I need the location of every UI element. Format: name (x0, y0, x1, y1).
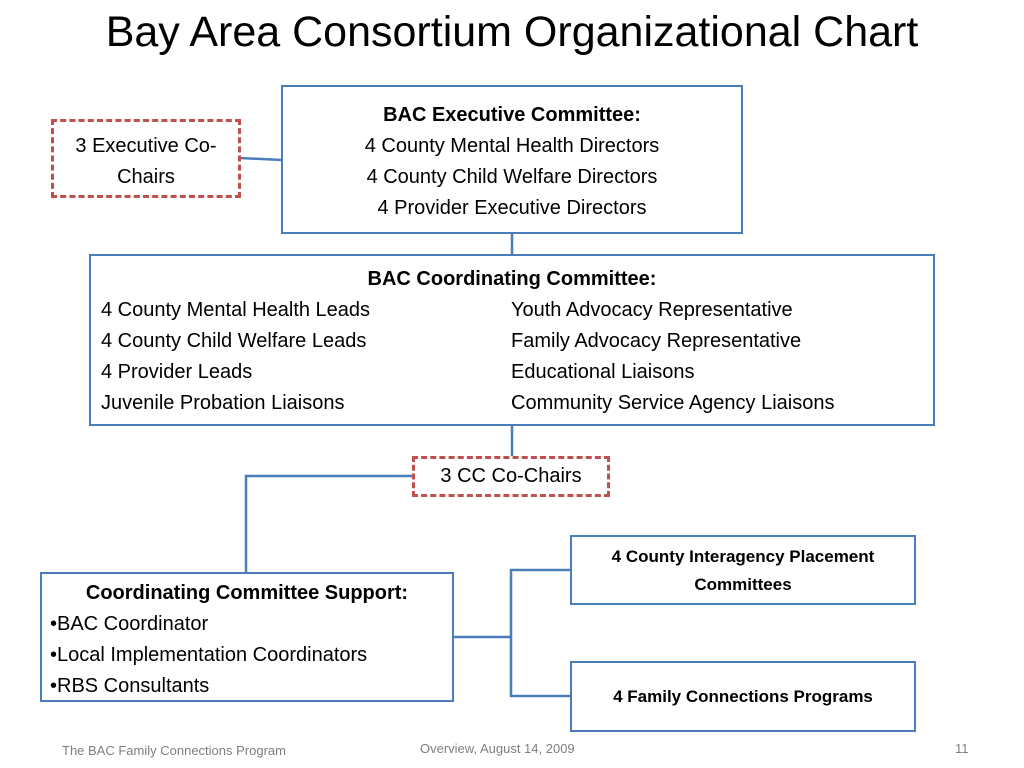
coordinating-right-item: Family Advocacy Representative (511, 330, 802, 352)
page-title: Bay Area Consortium Organizational Chart (105, 8, 919, 56)
coordinating-committee-row: Juvenile Probation Liaisons Community Se… (101, 388, 933, 419)
coordinating-left-item: 4 Provider Leads (101, 361, 253, 383)
coordinating-committee-heading: BAC Coordinating Committee: (367, 268, 657, 290)
support-item: •Local Implementation Coordinators (50, 644, 368, 666)
cc-cochairs-box: 3 CC Co-Chairs (412, 456, 610, 497)
interagency-line: 4 County Interagency Placement (611, 547, 875, 566)
interagency-line: Committees (694, 575, 792, 594)
coordinating-committee-row: 4 County Child Welfare Leads Family Advo… (101, 326, 933, 357)
coordinating-left-item: 4 County Child Welfare Leads (101, 330, 367, 352)
coordinating-left-item: Juvenile Probation Liaisons (101, 392, 345, 414)
cc-cochairs-label: 3 CC Co-Chairs (440, 465, 582, 487)
support-item: •RBS Consultants (50, 675, 210, 697)
footer-page-number: 11 (955, 741, 969, 756)
executive-committee-box: BAC Executive Committee: 4 County Mental… (281, 85, 743, 234)
executive-cochairs-line: Chairs (117, 166, 175, 188)
connector-cochairs-to-executive (239, 156, 283, 162)
family-connections-box: 4 Family Connections Programs (570, 661, 916, 732)
footer-center: Overview, August 14, 2009 (420, 741, 575, 756)
executive-committee-heading: BAC Executive Committee: (383, 104, 641, 126)
coordinating-left-item: 4 County Mental Health Leads (101, 299, 371, 321)
support-heading: Coordinating Committee Support: (85, 582, 409, 604)
support-box: Coordinating Committee Support: •BAC Coo… (40, 572, 454, 702)
executive-committee-line: 4 County Child Welfare Directors (366, 166, 658, 188)
coordinating-right-item: Community Service Agency Liaisons (511, 392, 835, 414)
support-item: •BAC Coordinator (50, 613, 209, 635)
interagency-box: 4 County Interagency Placement Committee… (570, 535, 916, 605)
coordinating-right-item: Educational Liaisons (511, 361, 695, 383)
connector-branch (509, 568, 571, 698)
coordinating-committee-row: 4 County Mental Health Leads Youth Advoc… (101, 295, 933, 326)
connector-cc-cochairs-to-support (244, 474, 413, 573)
coordinating-right-item: Youth Advocacy Representative (511, 299, 793, 321)
executive-cochairs-box: 3 Executive Co- Chairs (51, 119, 241, 198)
coordinating-committee-row: 4 Provider Leads Educational Liaisons (101, 357, 933, 388)
executive-committee-line: 4 County Mental Health Directors (364, 135, 660, 157)
executive-committee-line: 4 Provider Executive Directors (377, 197, 647, 219)
family-connections-label: 4 Family Connections Programs (613, 687, 873, 706)
footer-left: The BAC Family Connections Program (62, 743, 286, 758)
executive-cochairs-line: 3 Executive Co- (75, 135, 217, 157)
coordinating-committee-box: BAC Coordinating Committee: 4 County Men… (89, 254, 935, 426)
